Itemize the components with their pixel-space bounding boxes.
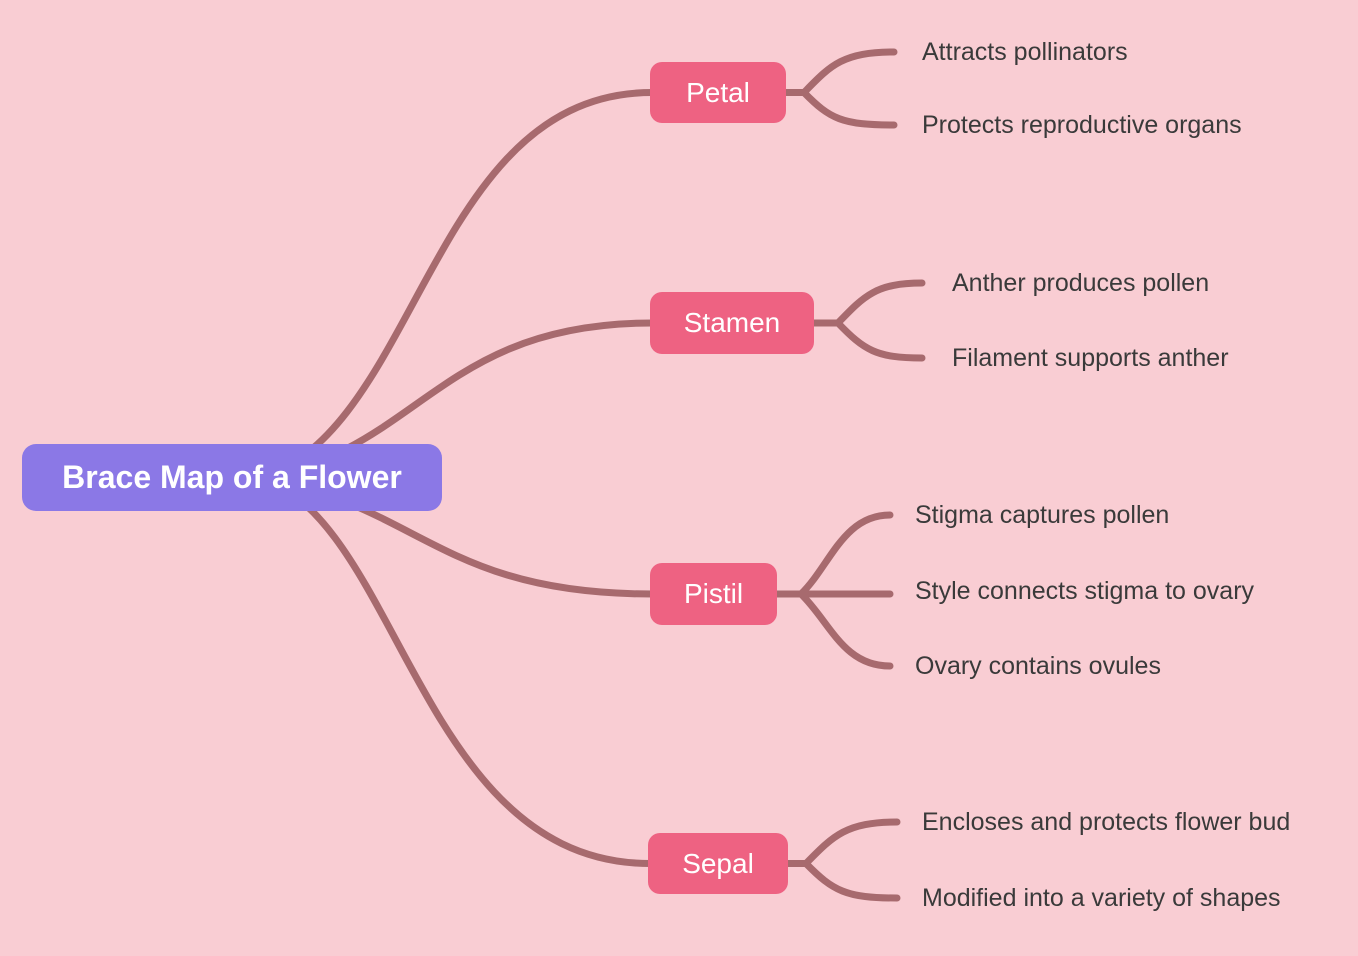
brace-sepal-lower xyxy=(784,860,901,902)
edge-root-petal xyxy=(256,89,656,482)
branch-node-stamen[interactable]: Stamen xyxy=(650,292,814,354)
leaf-petal-protects-organs[interactable]: Protects reproductive organs xyxy=(922,111,1242,139)
leaf-sepal-encloses-protects-bud[interactable]: Encloses and protects flower bud xyxy=(922,808,1291,836)
leaf-petal-attracts-pollinators[interactable]: Attracts pollinators xyxy=(922,38,1128,66)
brace-stamen-lower xyxy=(810,319,926,362)
leaf-stamen-filament-supports-anther[interactable]: Filament supports anther xyxy=(952,344,1229,372)
branch-node-sepal-label: Sepal xyxy=(682,847,754,879)
brace-pistil-lower xyxy=(773,590,894,670)
leaf-pistil-ovary-contains-ovules[interactable]: Ovary contains ovules xyxy=(915,652,1161,680)
brace-petal-upper xyxy=(782,48,898,96)
brace-stamen-upper xyxy=(810,279,926,327)
leaf-sepal-modified-shapes[interactable]: Modified into a variety of shapes xyxy=(922,884,1281,912)
root-node[interactable]: Brace Map of a Flower xyxy=(22,444,442,511)
root-node-label: Brace Map of a Flower xyxy=(62,459,402,495)
branch-node-petal[interactable]: Petal xyxy=(650,62,786,123)
leaf-pistil-style-connects[interactable]: Style connects stigma to ovary xyxy=(915,577,1255,605)
brace-petal-lower xyxy=(782,89,898,129)
leaf-pistil-stigma-captures-pollen[interactable]: Stigma captures pollen xyxy=(915,501,1170,529)
branch-node-pistil[interactable]: Pistil xyxy=(650,563,777,625)
brace-pistil-upper xyxy=(773,511,894,598)
brace-sepal-upper xyxy=(784,818,901,867)
branch-node-sepal[interactable]: Sepal xyxy=(648,833,788,894)
branch-node-pistil-label: Pistil xyxy=(683,578,744,609)
edge-root-sepal xyxy=(256,474,654,867)
branch-node-stamen-label: Stamen xyxy=(683,307,781,338)
leaf-stamen-anther-produces-pollen[interactable]: Anther produces pollen xyxy=(952,269,1210,297)
branch-node-petal-label: Petal xyxy=(686,76,750,108)
